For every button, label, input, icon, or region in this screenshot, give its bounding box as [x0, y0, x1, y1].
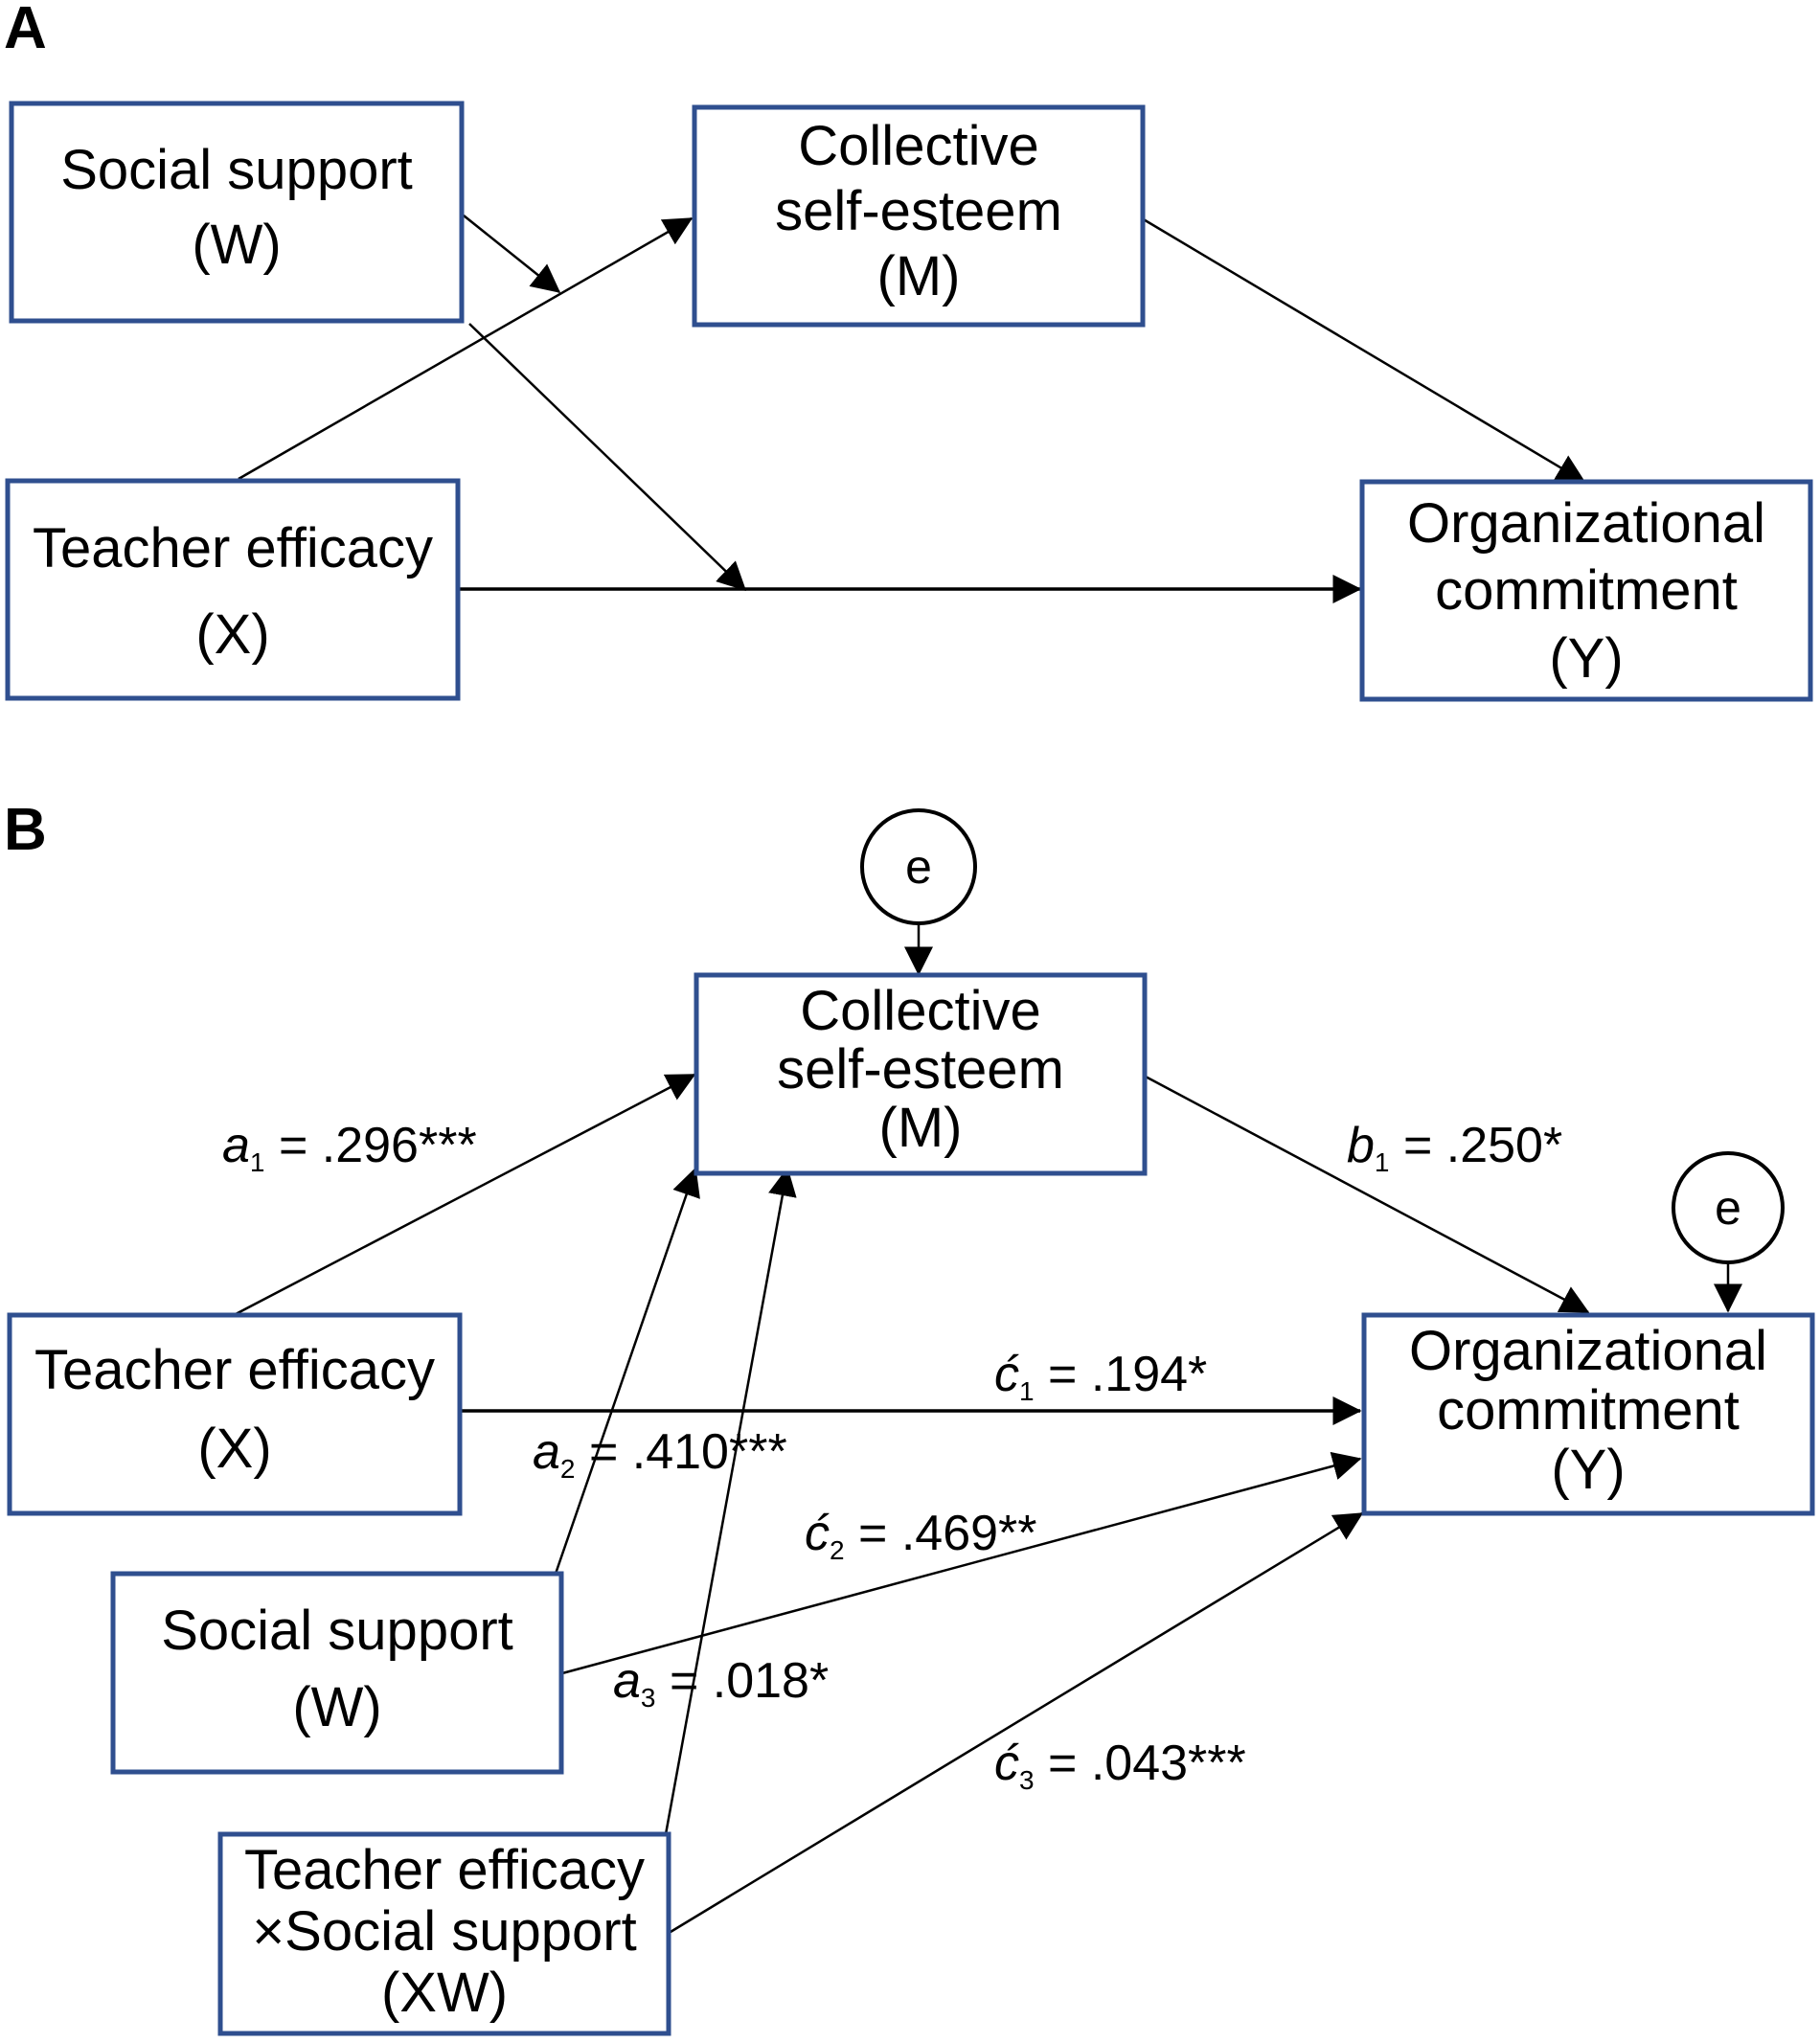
panel-a-label: A [4, 0, 47, 61]
box-label-line: (W) [292, 1676, 381, 1738]
box-label-line: commitment [1435, 559, 1738, 622]
box-label-line: Organizational [1407, 492, 1765, 555]
box-label-line: (W) [192, 214, 281, 276]
panel-b-box-organizational-commitment: Organizational commitment (Y) [1361, 1312, 1815, 1516]
error-term-label: e [1715, 1181, 1741, 1235]
box-label-line: (M) [879, 1097, 963, 1159]
coef-a3: a3 = .018* [613, 1653, 829, 1713]
edge-b-w-to-m [554, 1167, 700, 1575]
box-label-line: (Y) [1551, 1439, 1625, 1501]
box-label-line: self-esteem [775, 180, 1062, 242]
box-label-line: (M) [877, 245, 961, 307]
panel-a-box-collective-self-esteem: Collective self-esteem (M) [692, 104, 1146, 328]
box-label-line: (XW) [381, 1962, 508, 2024]
panel-b-box-interaction: Teacher efficacy ×Social support (XW) [217, 1831, 671, 2036]
coef-a2: a2 = .410*** [533, 1424, 787, 1484]
edge-a-x-to-m [238, 216, 694, 481]
edge-b-xw-to-y [670, 1511, 1364, 1934]
box-label-line: Teacher efficacy [33, 517, 433, 579]
panel-b-box-teacher-efficacy: Teacher efficacy (X) [7, 1312, 463, 1516]
panel-a-box-social-support: Social support (W) [9, 101, 465, 324]
box-label-line: (Y) [1549, 627, 1623, 690]
box-label-line: ×Social support [252, 1900, 636, 1963]
edge-b-m-to-y [1143, 1074, 1590, 1314]
coef-b1: b1 = .250* [1347, 1118, 1562, 1177]
panel-b-box-social-support: Social support (W) [110, 1571, 564, 1775]
edge-a-w-to-direct-path [468, 323, 747, 592]
panel-a-edges [238, 215, 1586, 603]
box-label-line: (X) [195, 603, 269, 666]
edge-b-w-to-y [561, 1451, 1362, 1675]
box-label-line: Teacher efficacy [244, 1839, 645, 1901]
edge-b-x-to-m [235, 1073, 696, 1316]
panel-b-error-y: e [1672, 1151, 1785, 1264]
panel-b-label: B [4, 797, 47, 863]
box-label-line: commitment [1437, 1379, 1740, 1441]
panel-b-box-collective-self-esteem: Collective self-esteem (M) [694, 972, 1148, 1176]
panel-b-error-m: e [860, 808, 977, 925]
box-label-line: Collective [800, 980, 1040, 1042]
edge-a-w-to-moderation [463, 215, 561, 293]
panel-b-edges [235, 923, 1742, 1934]
panel-a-box-teacher-efficacy: Teacher efficacy (X) [5, 478, 461, 701]
box-label-line: Collective [798, 115, 1038, 177]
box-label-line: self-esteem [777, 1038, 1064, 1101]
coef-c2: ć2 = .469** [805, 1506, 1037, 1565]
coef-c3: ć3 = .043*** [994, 1736, 1246, 1795]
panel-a-box-organizational-commitment: Organizational commitment (Y) [1359, 479, 1813, 702]
error-term-label: e [905, 840, 932, 894]
box-label-line: Social support [161, 1600, 513, 1662]
coef-a1: a1 = .296*** [222, 1118, 477, 1177]
box-label-line: (X) [197, 1418, 271, 1480]
coef-c1: ć1 = .194* [994, 1347, 1207, 1406]
box-label-line: Social support [60, 139, 413, 201]
box-label-line: Organizational [1409, 1320, 1767, 1382]
box-label-line: Teacher efficacy [34, 1339, 435, 1401]
edge-a-m-to-y [1141, 216, 1586, 484]
edge-b-xw-to-m [664, 1167, 797, 1835]
